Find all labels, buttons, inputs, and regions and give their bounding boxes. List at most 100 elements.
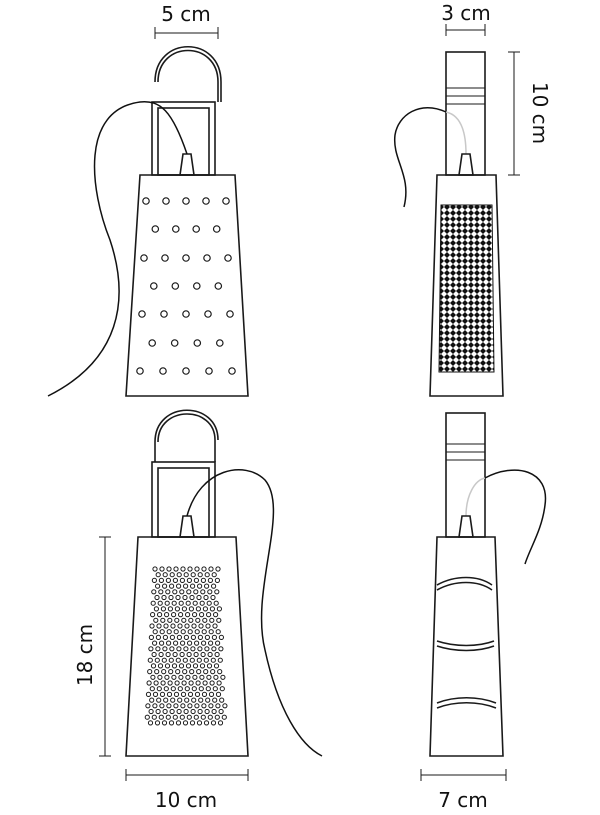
- fine-hole: [187, 703, 193, 709]
- fine-hole: [206, 663, 213, 669]
- fine-hole: [157, 663, 164, 669]
- fine-hole: [203, 594, 209, 601]
- hook-bottom: [157, 413, 216, 443]
- handle-frame-inner: [157, 107, 210, 176]
- fine-hole: [148, 708, 154, 715]
- fine-hole: [213, 600, 219, 606]
- fine-hole: [193, 589, 199, 595]
- fine-hole: [211, 634, 217, 641]
- fine-hole: [208, 691, 215, 698]
- fine-hole: [180, 703, 186, 709]
- fine-hole: [192, 612, 198, 618]
- fine-hole: [214, 577, 220, 584]
- fine-hole: [160, 680, 166, 686]
- dimension-top-left-width: 5 cm: [154, 2, 219, 39]
- grater-hole: [161, 254, 169, 262]
- fine-hole: [178, 600, 184, 606]
- fine-hole: [194, 566, 200, 572]
- fine-hole: [196, 594, 202, 601]
- fine-hole: [162, 583, 168, 589]
- fine-hole: [151, 589, 157, 595]
- fine-hole: [205, 697, 211, 703]
- fine-hole: [152, 691, 159, 698]
- fine-hole: [172, 577, 178, 584]
- fine-hole: [144, 714, 150, 720]
- fine-hole: [207, 577, 213, 584]
- fine-hole: [186, 714, 192, 720]
- grater-body: [125, 174, 249, 397]
- fine-hole: [149, 697, 155, 703]
- hook: [157, 49, 219, 102]
- label-top-left-width: 5 cm: [161, 2, 211, 26]
- fine-hole: [152, 703, 158, 709]
- fine-hole: [175, 657, 181, 663]
- fine-hole: [170, 697, 176, 703]
- fine-hole: [222, 703, 228, 709]
- fine-hole: [190, 572, 196, 578]
- label-bottom-right-width: 7 cm: [438, 788, 488, 812]
- fine-hole: [157, 674, 163, 680]
- label-top-right-width: 3 cm: [441, 1, 491, 25]
- fine-hole: [168, 657, 174, 663]
- fine-hole: [162, 634, 168, 641]
- fine-hole: [204, 708, 210, 715]
- grater-hole: [140, 254, 148, 262]
- fine-hole: [204, 572, 210, 578]
- fine-hole: [150, 674, 156, 680]
- fine-hole: [208, 640, 214, 646]
- grater-hole: [171, 282, 180, 290]
- fine-mesh: [438, 204, 495, 373]
- fine-hole: [214, 589, 220, 595]
- fine-hole: [204, 583, 210, 589]
- fine-hole: [192, 600, 198, 606]
- dimension-top-right-height: 10 cm: [508, 51, 552, 176]
- fine-hole: [183, 646, 189, 652]
- fine-hole: [212, 686, 218, 692]
- fine-hole: [205, 623, 211, 629]
- fine-hole: [207, 714, 213, 720]
- fine-hole: [163, 697, 169, 703]
- power-cord-side: [393, 107, 447, 208]
- fine-hole: [145, 691, 152, 698]
- handle-frame-bottom: [151, 461, 216, 538]
- fine-hole: [221, 714, 227, 720]
- fine-hole: [179, 589, 185, 595]
- fine-hole: [163, 623, 169, 629]
- fine-hole: [191, 697, 197, 703]
- fine-hole: [210, 594, 216, 601]
- fine-hole: [176, 634, 182, 641]
- fine-hole: [193, 577, 199, 584]
- slot-1-top: [436, 576, 493, 586]
- fine-hole: [162, 572, 168, 578]
- fine-hole: [211, 646, 217, 652]
- fine-hole: [180, 691, 187, 698]
- fine-hole: [198, 697, 204, 703]
- fine-hole: [196, 657, 202, 663]
- fine-hole: [147, 669, 153, 675]
- grater-hole: [222, 197, 230, 205]
- fine-hole: [165, 651, 171, 658]
- cord-inside: [445, 111, 467, 155]
- fine-hole: [159, 629, 165, 635]
- fine-hole: [185, 663, 192, 669]
- fine-hole: [190, 646, 196, 652]
- fine-hole: [195, 617, 201, 623]
- fine-hole: [166, 629, 172, 635]
- fine-hole: [192, 663, 199, 669]
- fine-hole: [173, 629, 179, 635]
- fine-hole: [155, 646, 161, 652]
- fine-hole: [178, 612, 184, 618]
- fine-hole: [209, 606, 215, 612]
- fine-hole: [183, 583, 189, 589]
- fine-hole: [183, 708, 189, 715]
- grater-hole: [182, 197, 190, 205]
- fine-hole: [163, 686, 169, 692]
- fine-hole: [199, 612, 205, 618]
- fine-hole: [167, 617, 173, 623]
- fine-hole: [192, 674, 198, 680]
- grater-hole: [193, 282, 201, 290]
- slot-2-bottom: [436, 645, 495, 652]
- grater-hole: [150, 282, 158, 290]
- fine-hole: [204, 646, 210, 652]
- fine-hole: [166, 691, 173, 698]
